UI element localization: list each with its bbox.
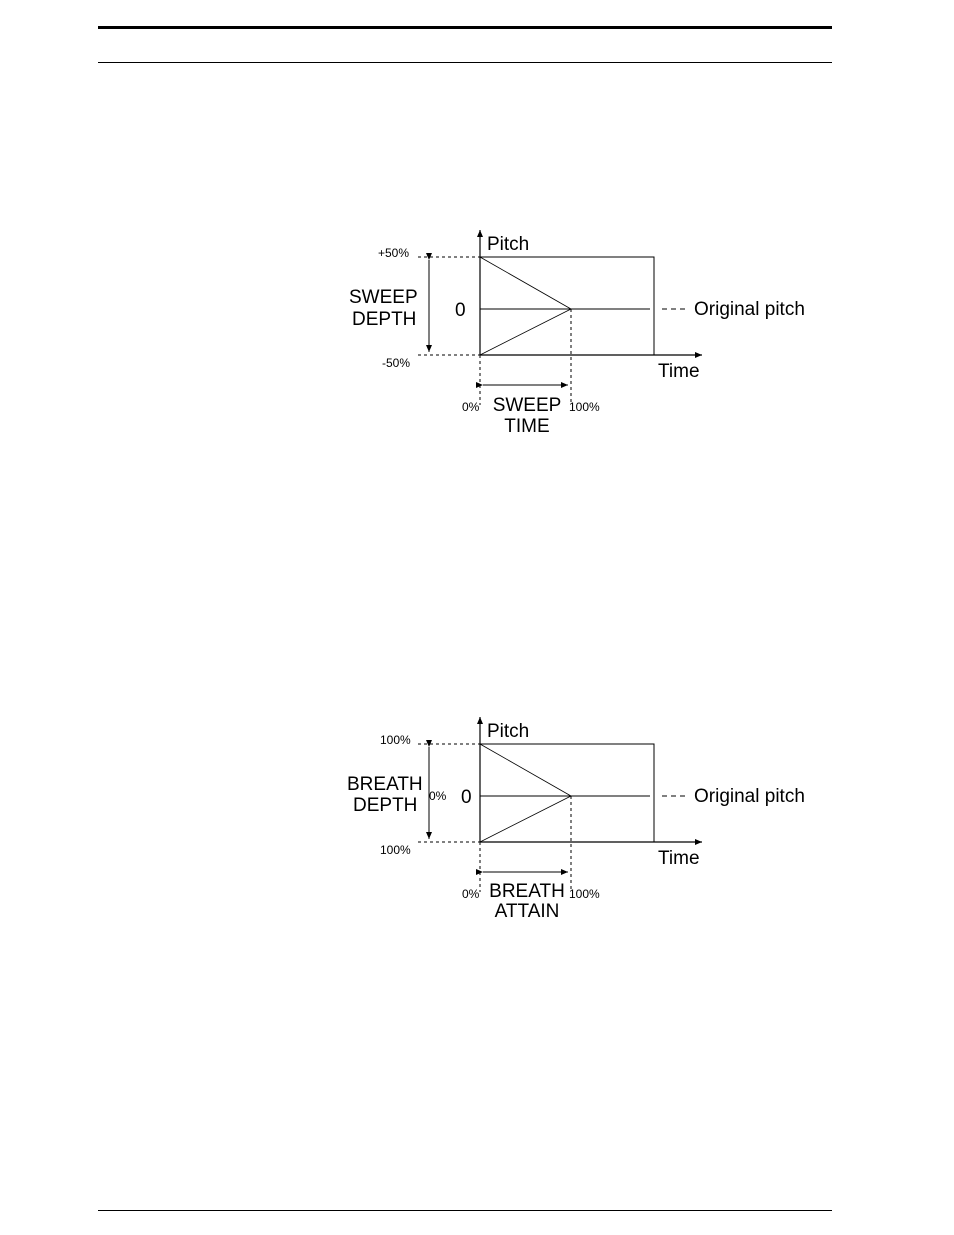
breath-down-line xyxy=(480,744,571,796)
time-label-line1: SWEEP xyxy=(493,395,562,416)
depth-label-line2: DEPTH xyxy=(353,795,417,816)
sweep-down-line xyxy=(480,257,571,309)
bottom-value: 100% xyxy=(380,843,411,857)
pitch-label: Pitch xyxy=(487,721,529,742)
zero-label: 0 xyxy=(455,300,466,321)
original-pitch-label: Original pitch xyxy=(694,786,805,807)
center-value: 0% xyxy=(429,789,447,803)
sweep-diagram: Pitch Time +50% -50% 0 SWEEP DEPTH 0% 10… xyxy=(0,220,954,450)
time-start-label: 0% xyxy=(462,887,480,901)
breath-up-line xyxy=(480,796,571,842)
footer-rule xyxy=(98,1210,832,1211)
header-rule-thick xyxy=(98,26,832,29)
depth-label-line1: SWEEP xyxy=(349,287,418,308)
time-label-line2: ATTAIN xyxy=(495,901,560,922)
time-axis-label: Time xyxy=(658,848,700,869)
original-pitch-label: Original pitch xyxy=(694,299,805,320)
time-label-line1: BREATH xyxy=(489,881,565,902)
top-value: +50% xyxy=(378,246,409,260)
sweep-up-line xyxy=(480,309,571,355)
breath-diagram: Pitch Time 100% 100% 0% 0 BREATH DEPTH 0… xyxy=(0,707,954,937)
time-start-label: 0% xyxy=(462,400,480,414)
time-end-label: 100% xyxy=(569,887,600,901)
zero-label: 0 xyxy=(461,787,472,808)
pitch-label: Pitch xyxy=(487,234,529,255)
depth-label-line1: BREATH xyxy=(347,774,423,795)
time-end-label: 100% xyxy=(569,400,600,414)
header-rule-thin xyxy=(98,62,832,63)
top-value: 100% xyxy=(380,733,411,747)
time-label-line2: TIME xyxy=(504,416,549,437)
bottom-value: -50% xyxy=(382,356,410,370)
depth-label-line2: DEPTH xyxy=(352,309,416,330)
time-axis-label: Time xyxy=(658,361,700,382)
